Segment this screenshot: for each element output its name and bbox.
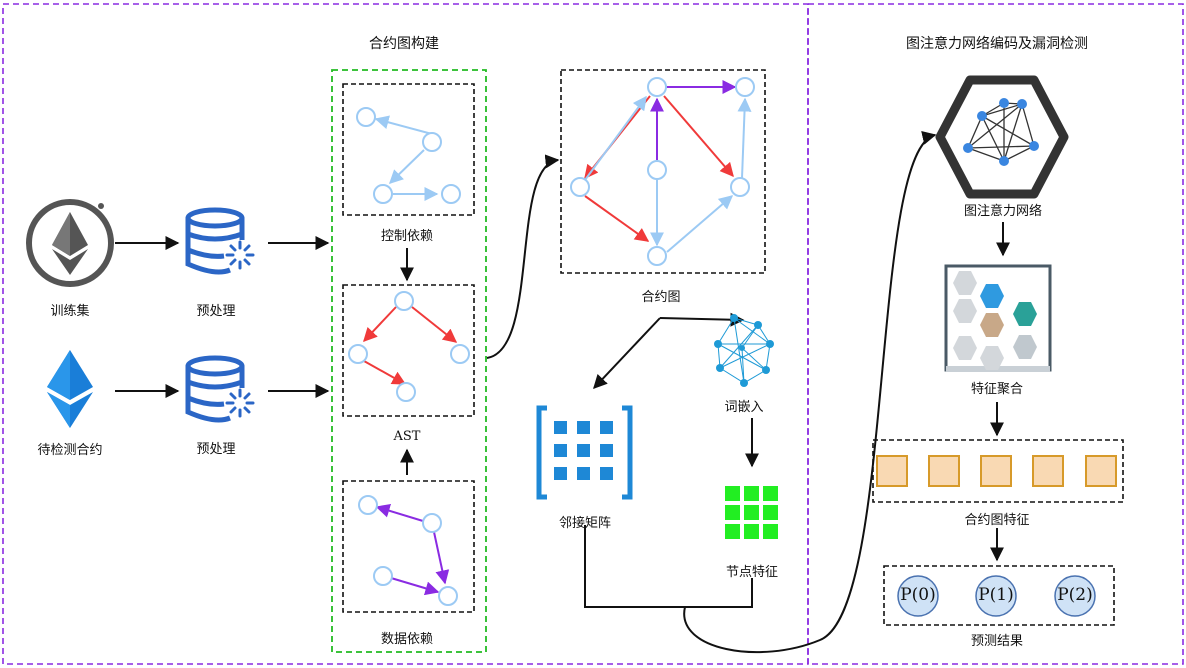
train-set-label: 训练集 [50, 304, 90, 319]
prediction-circles [897, 575, 1096, 617]
output-p2: P(2) [1057, 585, 1093, 605]
graph-merge-arrows [400, 154, 560, 475]
contract-graph [570, 77, 755, 266]
word-embedding-icon [714, 314, 774, 387]
left-section-frame [2, 3, 809, 665]
ethereum-test-icon [47, 350, 93, 428]
data-dependency-graph [358, 495, 458, 606]
contract-graph-box [560, 69, 766, 274]
right-section-title: 图注意力网络编码及漏洞检测 [906, 36, 1088, 52]
gat-network-icon [935, 75, 1069, 199]
output-p0: P(0) [900, 585, 936, 605]
control-dependency-graph [356, 107, 461, 204]
data-dependency-label: 数据依赖 [380, 632, 434, 647]
ast-graph [348, 291, 470, 402]
word-embedding-label: 词嵌入 [724, 400, 764, 415]
control-dependency-box [342, 83, 475, 216]
aggregation-label: 特征聚合 [970, 382, 1024, 397]
gat-label: 图注意力网络 [963, 204, 1043, 219]
right-section-frame [807, 3, 1184, 665]
prediction-label: 预测结果 [970, 634, 1024, 649]
left-section-title: 合约图构建 [369, 36, 439, 52]
graph-features-box [872, 439, 1124, 503]
database-icon [185, 207, 255, 275]
feature-aggregation-icon [944, 264, 1052, 372]
control-dependency-label: 控制依赖 [380, 229, 434, 244]
adjacency-matrix-icon [536, 405, 633, 500]
test-contract-label: 待检测合约 [37, 443, 103, 458]
prediction-box [883, 565, 1115, 626]
data-dependency-box [342, 480, 475, 613]
gat-arrows [990, 222, 1010, 562]
graph-construction-frame [331, 69, 487, 653]
ethereum-train-icon [26, 199, 114, 287]
contract-graph-label: 合约图 [641, 290, 681, 305]
input-arrows [115, 236, 330, 398]
node-features-label: 节点特征 [725, 565, 779, 580]
adjacency-matrix-label: 邻接矩阵 [558, 516, 612, 531]
ast-label: AST [393, 429, 421, 444]
feature-arrows [584, 131, 937, 654]
preprocess-label: 预处理 [196, 442, 236, 457]
graph-feature-cells [876, 455, 1117, 487]
output-p1: P(1) [978, 585, 1014, 605]
node-features-grid [725, 486, 778, 539]
preprocess-label: 预处理 [196, 304, 236, 319]
ast-box [342, 284, 475, 417]
graph-features-label: 合约图特征 [964, 513, 1030, 528]
database-icon [185, 355, 255, 423]
